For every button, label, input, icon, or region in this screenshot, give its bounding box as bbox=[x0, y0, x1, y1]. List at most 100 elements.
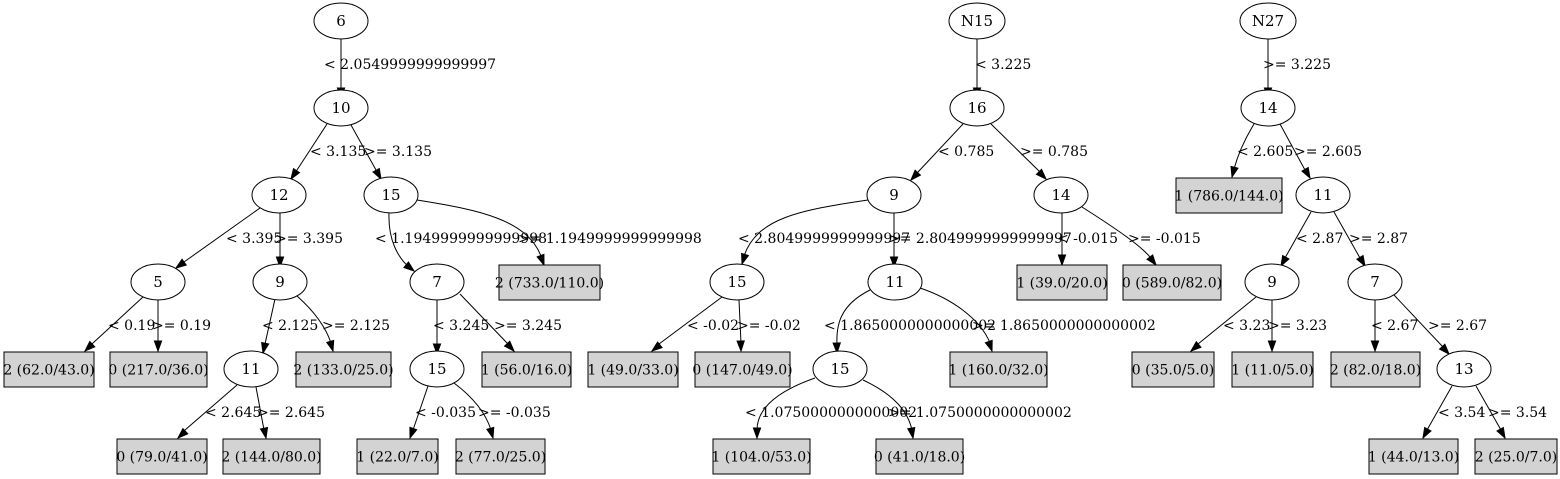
leaf-box bbox=[1474, 438, 1558, 475]
edge-n15a-l1: >= 1.1949999999999998 bbox=[416, 199, 702, 267]
node-ellipse bbox=[1033, 176, 1089, 214]
arrow-head-icon bbox=[1035, 168, 1048, 181]
edge-n15c-l13: >= -0.02 bbox=[736, 299, 801, 353]
edge-n7b-n13: >= 2.67 bbox=[1393, 294, 1487, 356]
edge-n15c-l12: < -0.02 bbox=[650, 296, 739, 352]
tree-leaf-l9: 2 (77.0/25.0) bbox=[455, 438, 546, 475]
edge-condition-label: >= 2.87 bbox=[1349, 231, 1408, 247]
node-attribute-label: 9 bbox=[275, 273, 285, 291]
edge-condition-label: < 2.125 bbox=[262, 318, 318, 334]
edge-condition-label: < 3.23 bbox=[1223, 318, 1270, 334]
edge-line bbox=[1081, 206, 1151, 258]
arrow-head-icon bbox=[1057, 254, 1067, 267]
node-ellipse bbox=[812, 350, 868, 388]
edge-line bbox=[184, 384, 238, 431]
leaf-box bbox=[1368, 438, 1459, 475]
node-ellipse bbox=[363, 176, 419, 214]
arrow-head-icon bbox=[503, 340, 516, 353]
leaf-box bbox=[222, 438, 321, 475]
tree-leaf-l11: 0 (589.0/82.0) bbox=[1122, 264, 1222, 301]
arrow-head-icon bbox=[1189, 340, 1202, 352]
edge-n15a-n7a: < 1.1949999999999998 bbox=[375, 212, 547, 272]
leaf-class-label: 1 (44.0/13.0) bbox=[1368, 450, 1459, 466]
arrow-head-icon bbox=[409, 426, 418, 440]
tree-node-n12: 12 bbox=[251, 176, 307, 214]
tree-node-n15d: 15 bbox=[812, 350, 868, 388]
edge-n15b-l8: < -0.035 bbox=[409, 385, 476, 440]
edge-n16-n14a: >= 0.785 bbox=[990, 123, 1088, 181]
tree-node-n9a: 9 bbox=[252, 263, 308, 301]
arrow-head-icon bbox=[650, 341, 663, 352]
edge-line bbox=[264, 298, 276, 345]
tree-node-n14b: 14 bbox=[1240, 89, 1296, 127]
tree-node-n11c: 11 bbox=[1295, 176, 1351, 214]
node-attribute-label: 9 bbox=[1267, 273, 1277, 291]
arrow-head-icon bbox=[1280, 254, 1290, 268]
edge-condition-label: < 3.225 bbox=[975, 57, 1031, 73]
edge-condition-label: < 0.19 bbox=[108, 318, 155, 334]
edge-line bbox=[1393, 294, 1444, 348]
tree-node-n7a: 7 bbox=[409, 263, 465, 301]
arrow-head-icon bbox=[83, 340, 96, 353]
edge-n13-l22: >= 3.54 bbox=[1475, 385, 1547, 440]
leaf-box bbox=[875, 438, 964, 475]
leaf-class-label: 1 (160.0/32.0) bbox=[948, 363, 1048, 379]
arrow-head-icon bbox=[1355, 254, 1366, 268]
leaf-box bbox=[455, 438, 546, 475]
edge-condition-label: < 1.8650000000000002 bbox=[824, 318, 996, 334]
leaf-box bbox=[1122, 264, 1222, 301]
edge-condition-label: >= 2.645 bbox=[257, 405, 325, 421]
edge-n12-n9a: >= 3.395 bbox=[275, 213, 343, 269]
leaf-class-label: 2 (77.0/25.0) bbox=[455, 450, 546, 466]
leaf-box bbox=[481, 351, 572, 388]
node-attribute-label: N15 bbox=[961, 12, 993, 30]
node-ellipse bbox=[409, 350, 465, 388]
edge-n7b-l20: < 2.67 bbox=[1370, 300, 1418, 353]
arrow-head-icon bbox=[290, 167, 301, 181]
arrow-head-icon bbox=[1230, 165, 1239, 179]
edge-line bbox=[738, 299, 742, 344]
arrow-head-icon bbox=[984, 339, 993, 353]
leaf-class-label: 0 (217.0/36.0) bbox=[108, 363, 208, 379]
leaf-box bbox=[587, 351, 679, 388]
edge-line bbox=[459, 293, 508, 344]
node-attribute-label: 14 bbox=[1051, 186, 1070, 204]
node-attribute-label: 15 bbox=[381, 186, 400, 204]
edge-condition-label: >= 1.1949999999999998 bbox=[518, 231, 702, 247]
node-attribute-label: 15 bbox=[427, 360, 446, 378]
leaf-class-label: 0 (35.0/5.0) bbox=[1132, 363, 1214, 379]
edge-line bbox=[1284, 211, 1312, 259]
tree-leaf-l22: 2 (25.0/7.0) bbox=[1474, 438, 1558, 475]
arrow-head-icon bbox=[174, 258, 188, 269]
edge-line bbox=[658, 296, 723, 345]
leaf-box bbox=[3, 351, 95, 388]
arrow-head-icon bbox=[906, 426, 916, 440]
node-attribute-label: 14 bbox=[1258, 99, 1277, 117]
edge-condition-label: >= 3.245 bbox=[494, 318, 562, 334]
tree-node-n16: 16 bbox=[949, 89, 1005, 127]
leaf-box bbox=[949, 351, 1048, 388]
edge-condition-label: >= 2.67 bbox=[1428, 318, 1487, 334]
edge-n11b-l14: >= 1.8650000000000002 bbox=[919, 287, 1156, 353]
edge-condition-label: < 3.135 bbox=[310, 144, 366, 160]
edge-n11c-n7b: >= 2.87 bbox=[1333, 211, 1408, 268]
edge-n10-n12: < 3.135 bbox=[290, 123, 366, 181]
edge-line bbox=[1475, 385, 1502, 431]
node-ellipse bbox=[223, 350, 279, 388]
edge-n11c-n9c: < 2.87 bbox=[1280, 211, 1343, 268]
tree-node-n7b: 7 bbox=[1347, 263, 1403, 301]
leaf-box bbox=[116, 438, 208, 475]
leaf-class-label: 0 (41.0/18.0) bbox=[874, 450, 965, 466]
arrow-head-icon bbox=[752, 427, 762, 440]
edge-n5-l3: >= 0.19 bbox=[152, 300, 211, 353]
leaf-class-label: 2 (62.0/43.0) bbox=[3, 363, 94, 379]
leaf-box bbox=[109, 351, 208, 388]
leaf-box bbox=[1016, 264, 1108, 301]
node-ellipse bbox=[409, 263, 465, 301]
tree-leaf-l4: 2 (133.0/25.0) bbox=[293, 351, 394, 388]
tree-leaf-l10: 1 (39.0/20.0) bbox=[1016, 264, 1108, 301]
node-ellipse bbox=[867, 263, 923, 301]
arrow-head-icon bbox=[153, 340, 163, 353]
leaf-box bbox=[712, 438, 811, 475]
